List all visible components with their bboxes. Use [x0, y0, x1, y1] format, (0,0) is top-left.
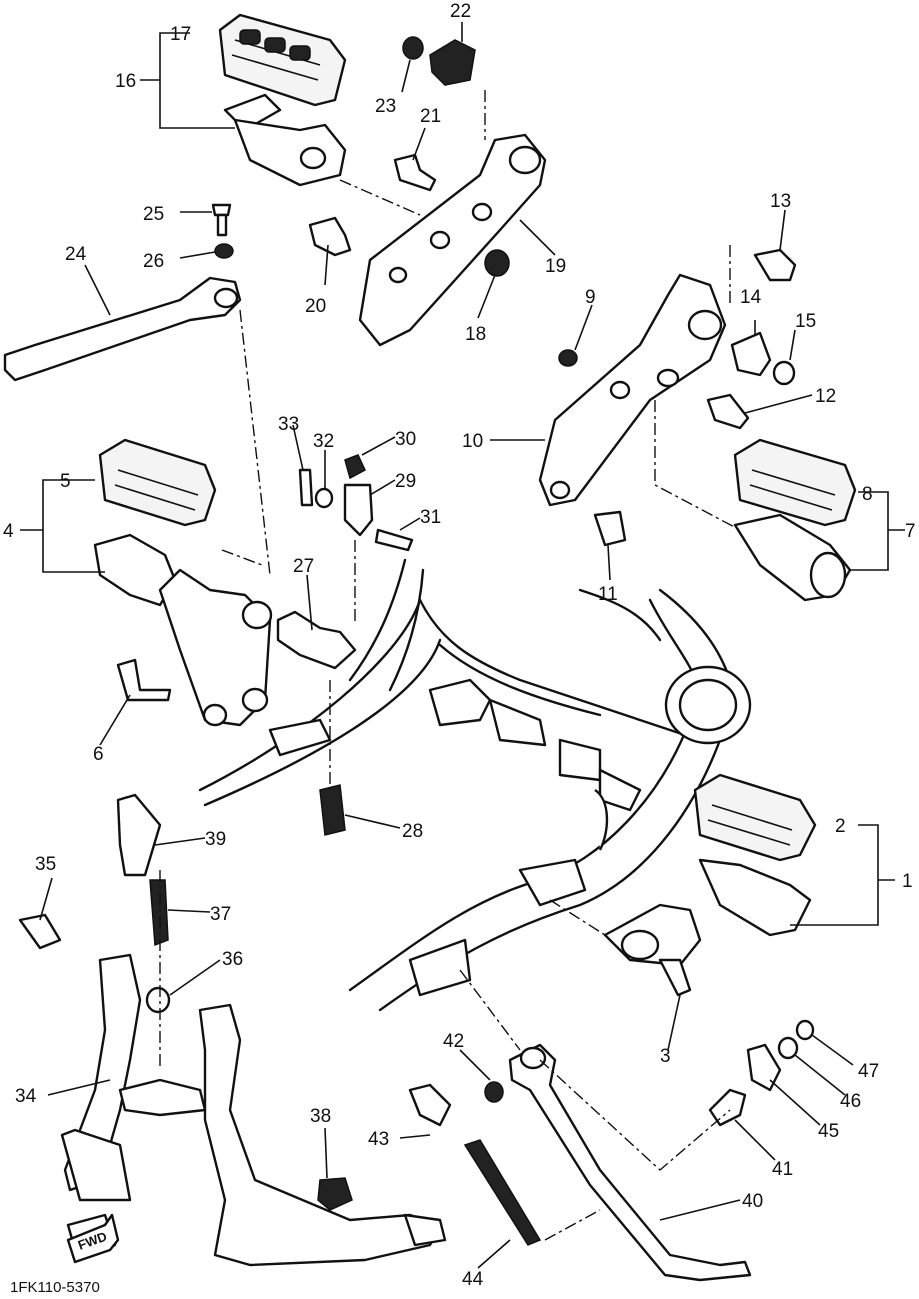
callout-13: 13	[770, 191, 791, 212]
alignment-lines	[159, 90, 741, 1241]
callout-44: 44	[462, 1269, 484, 1290]
callout-5: 5	[60, 471, 71, 492]
callout-25: 25	[143, 204, 164, 225]
callout-12: 12	[815, 386, 836, 407]
callout-47: 47	[858, 1061, 879, 1082]
footrest-assembly-4	[93, 438, 357, 727]
callout-1: 1	[902, 871, 913, 892]
callout-4: 4	[3, 521, 14, 542]
callout-41: 41	[772, 1159, 793, 1180]
callout-28: 28	[402, 821, 423, 842]
callout-45: 45	[818, 1121, 839, 1142]
callout-37: 37	[210, 904, 231, 925]
label-brackets	[20, 32, 905, 926]
callout-31: 31	[420, 507, 441, 528]
callout-19: 19	[545, 256, 566, 277]
callout-22: 22	[450, 1, 471, 22]
footrest-bracket-10	[538, 273, 796, 507]
footrest-assembly-1	[620, 773, 817, 961]
callout-17: 17	[170, 24, 191, 45]
callout-46: 46	[840, 1091, 861, 1112]
frame	[198, 558, 752, 1012]
footrest-bracket-19	[358, 36, 547, 347]
callout-29: 29	[395, 471, 416, 492]
callout-20: 20	[305, 296, 326, 317]
main-stand-34	[63, 953, 447, 1267]
callout-10: 10	[462, 431, 483, 452]
callout-16: 16	[115, 71, 136, 92]
callout-32: 32	[313, 431, 334, 452]
callout-14: 14	[740, 287, 762, 308]
brake-pedal-24	[3, 203, 242, 382]
callout-21: 21	[420, 106, 441, 127]
callout-26: 26	[143, 251, 164, 272]
callout-18: 18	[465, 324, 486, 345]
callout-7: 7	[905, 521, 916, 542]
callout-8: 8	[862, 484, 873, 505]
callout-43: 43	[368, 1129, 389, 1150]
callout-2: 2	[835, 816, 846, 837]
footrest-assembly-16	[218, 13, 347, 187]
callout-36: 36	[222, 949, 243, 970]
callout-27: 27	[293, 556, 314, 577]
callout-23: 23	[375, 96, 396, 117]
callout-39: 39	[205, 829, 226, 850]
callout-6: 6	[93, 744, 104, 765]
diagram-code: 1FK110-5370	[10, 1279, 100, 1296]
callout-33: 33	[278, 414, 299, 435]
callout-40: 40	[742, 1191, 763, 1212]
callout-24: 24	[65, 244, 87, 265]
callout-labels: 1 2 3 4 5 6 7 8 9 10 11 12 13 14 15 16 1…	[3, 1, 916, 1290]
callout-34: 34	[15, 1086, 37, 1107]
footrest-assembly-7	[733, 438, 857, 602]
callout-3: 3	[660, 1046, 671, 1067]
callout-15: 15	[795, 311, 816, 332]
small-parts	[18, 153, 815, 1262]
side-stand-40	[508, 1043, 752, 1282]
leader-lines	[39, 22, 854, 1269]
callout-35: 35	[35, 854, 56, 875]
callout-11: 11	[598, 584, 618, 605]
callout-9: 9	[585, 287, 596, 308]
callout-42: 42	[443, 1031, 464, 1052]
callout-30: 30	[395, 429, 416, 450]
callout-38: 38	[310, 1106, 331, 1127]
